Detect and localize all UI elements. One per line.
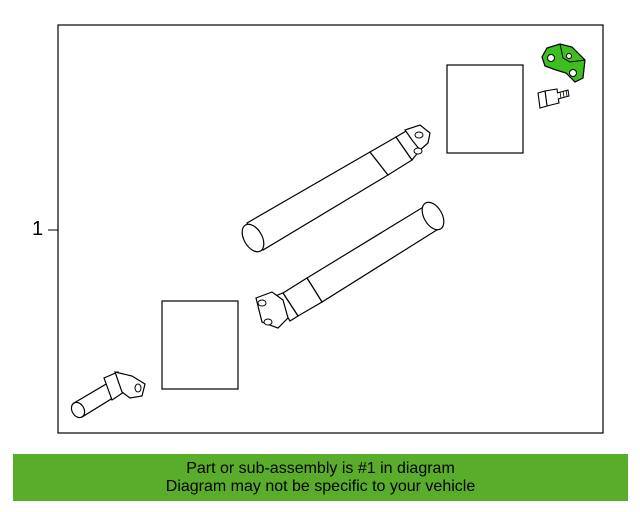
slip-yoke-icon[interactable] bbox=[69, 371, 146, 420]
bolt-icon[interactable] bbox=[537, 88, 570, 109]
center-bearing-bracket-icon[interactable] bbox=[541, 43, 586, 83]
banner-line-1: Part or sub-assembly is #1 in diagram bbox=[186, 459, 455, 477]
detail-box-upper bbox=[446, 64, 524, 154]
diagram-frame bbox=[57, 24, 604, 434]
lower-drive-shaft-icon[interactable] bbox=[255, 199, 448, 329]
upper-drive-shaft-icon[interactable] bbox=[238, 124, 431, 255]
parts-diagram bbox=[48, 24, 604, 434]
banner-line-2: Diagram may not be specific to your vehi… bbox=[165, 477, 476, 495]
detail-box-lower bbox=[161, 300, 239, 390]
info-banner: Part or sub-assembly is #1 in diagram Di… bbox=[13, 454, 628, 501]
callout-number-label: 1 bbox=[32, 218, 44, 240]
